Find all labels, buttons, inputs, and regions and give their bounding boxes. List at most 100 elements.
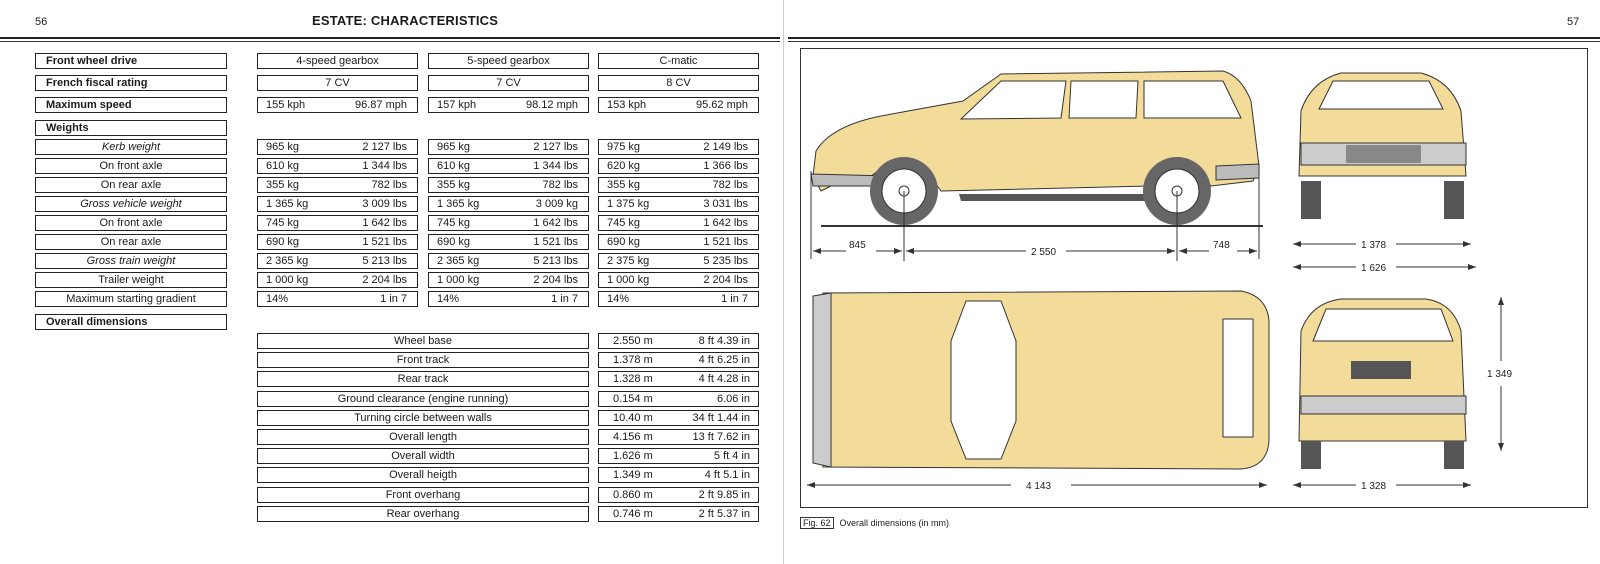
dimension-name: Ground clearance (engine running) xyxy=(257,390,589,407)
row-label: Gross vehicle weight xyxy=(35,196,227,212)
cell-value: 5-speed gearbox xyxy=(428,53,589,69)
imperial-value: 782 lbs xyxy=(542,179,578,191)
metric-value: 690 kg xyxy=(437,236,471,248)
cell-value: 7 CV xyxy=(428,75,589,91)
imperial-value: 6.06 in xyxy=(716,392,750,405)
rear-dimension-lines xyxy=(1293,297,1504,488)
dimension-name: Front track xyxy=(257,352,589,369)
row-label: On rear axle xyxy=(35,177,227,193)
dimensions-figure: 845 2 550 748 1 378 1 626 4 143 1 349 1 … xyxy=(800,48,1588,508)
imperial-value: 1 344 lbs xyxy=(533,160,578,172)
imperial-value: 34 ft 1.44 in xyxy=(692,411,751,424)
imperial-value: 2 ft 5.37 in xyxy=(698,507,750,520)
imperial-value: 4 ft 6.25 in xyxy=(698,354,750,367)
header-rule xyxy=(0,41,780,42)
metric-value: 355 kg xyxy=(437,179,471,191)
car-drawings: 845 2 550 748 1 378 1 626 4 143 1 349 1 … xyxy=(807,70,1512,492)
metric-value: 14% xyxy=(437,293,460,305)
imperial-value: 1 in 7 xyxy=(380,293,407,305)
dimension-name: Turning circle between walls xyxy=(257,409,589,426)
metric-value: 355 kg xyxy=(607,179,641,191)
cell-value: 8 CV xyxy=(598,75,759,91)
metric-value: 620 kg xyxy=(607,160,641,172)
row-label: Kerb weight xyxy=(35,139,227,155)
cell-value-pair: 690 kg 1 521 lbs xyxy=(428,234,589,250)
car-front-view xyxy=(1298,72,1467,219)
figure-number: Fig. 62 xyxy=(800,517,834,529)
figure-caption: Fig. 62 Overall dimensions (in mm) xyxy=(800,517,949,529)
cell-value-pair: 1 000 kg 2 204 lbs xyxy=(257,272,418,288)
imperial-value: 2 204 lbs xyxy=(362,274,407,286)
dim-front-overhang: 845 xyxy=(849,240,866,251)
side-dimension-lines xyxy=(810,171,1260,261)
metric-value: 14% xyxy=(266,293,289,305)
metric-value: 2.550 m xyxy=(613,335,653,347)
imperial-value: 1 in 7 xyxy=(551,293,578,305)
metric-value: 0.154 m xyxy=(613,392,653,405)
metric-value: 1 000 kg xyxy=(437,274,480,286)
dimension-name: Rear overhang xyxy=(257,505,589,522)
dim-wheelbase: 2 550 xyxy=(1031,247,1056,258)
row-label: On front axle xyxy=(35,215,227,231)
imperial-value: 4 ft 5.1 in xyxy=(704,469,750,482)
metric-value: 745 kg xyxy=(437,217,471,229)
page-title: ESTATE: CHARACTERISTICS xyxy=(312,13,499,28)
metric-value: 2 365 kg xyxy=(266,255,309,267)
metric-value: 153 kph xyxy=(607,99,647,111)
dim-overall-height: 1 349 xyxy=(1487,369,1512,380)
car-top-view xyxy=(812,290,1270,470)
metric-value: 965 kg xyxy=(437,141,471,153)
metric-value: 690 kg xyxy=(607,236,641,248)
imperial-value: 2 149 lbs xyxy=(703,141,748,153)
cell-value-pair: 14% 1 in 7 xyxy=(428,291,589,307)
metric-value: 965 kg xyxy=(266,141,300,153)
car-side-view xyxy=(810,70,1263,227)
car-rear-view xyxy=(1298,298,1467,469)
imperial-value: 1 366 lbs xyxy=(703,160,748,172)
page-number-left: 56 xyxy=(35,16,48,28)
metric-value: 1 000 kg xyxy=(266,274,309,286)
dimension-name: Overall heigth xyxy=(257,467,589,484)
metric-value: 157 kph xyxy=(437,99,477,111)
dim-rear-track: 1 328 xyxy=(1361,481,1386,492)
cell-value: 7 CV xyxy=(257,75,418,91)
imperial-value: 2 ft 9.85 in xyxy=(698,488,750,501)
imperial-value: 1 521 lbs xyxy=(533,236,578,248)
row-label: On rear axle xyxy=(35,234,227,250)
metric-value: 2 365 kg xyxy=(437,255,480,267)
dimension-name: Overall length xyxy=(257,429,589,445)
metric-value: 2 375 kg xyxy=(607,255,650,267)
dimension-name: Wheel base xyxy=(257,333,589,349)
cell-value: C-matic xyxy=(598,53,759,69)
imperial-value: 98.12 mph xyxy=(526,99,578,111)
dimension-value: 1.349 m 4 ft 5.1 in xyxy=(598,467,759,484)
metric-value: 610 kg xyxy=(266,160,300,172)
row-label: Maximum starting gradient xyxy=(35,291,227,307)
metric-value: 1.349 m xyxy=(613,469,653,482)
cell-value-pair: 157 kph 98.12 mph xyxy=(428,97,589,113)
metric-value: 4.156 m xyxy=(613,431,653,443)
imperial-value: 95.62 mph xyxy=(696,99,748,111)
imperial-value: 4 ft 4.28 in xyxy=(698,373,750,386)
dimension-name: Overall width xyxy=(257,448,589,465)
imperial-value: 1 642 lbs xyxy=(703,217,748,229)
imperial-value: 13 ft 7.62 in xyxy=(692,431,751,443)
row-label: On front axle xyxy=(35,158,227,174)
imperial-value: 5 235 lbs xyxy=(703,255,748,267)
row-label: Weights xyxy=(35,120,227,136)
